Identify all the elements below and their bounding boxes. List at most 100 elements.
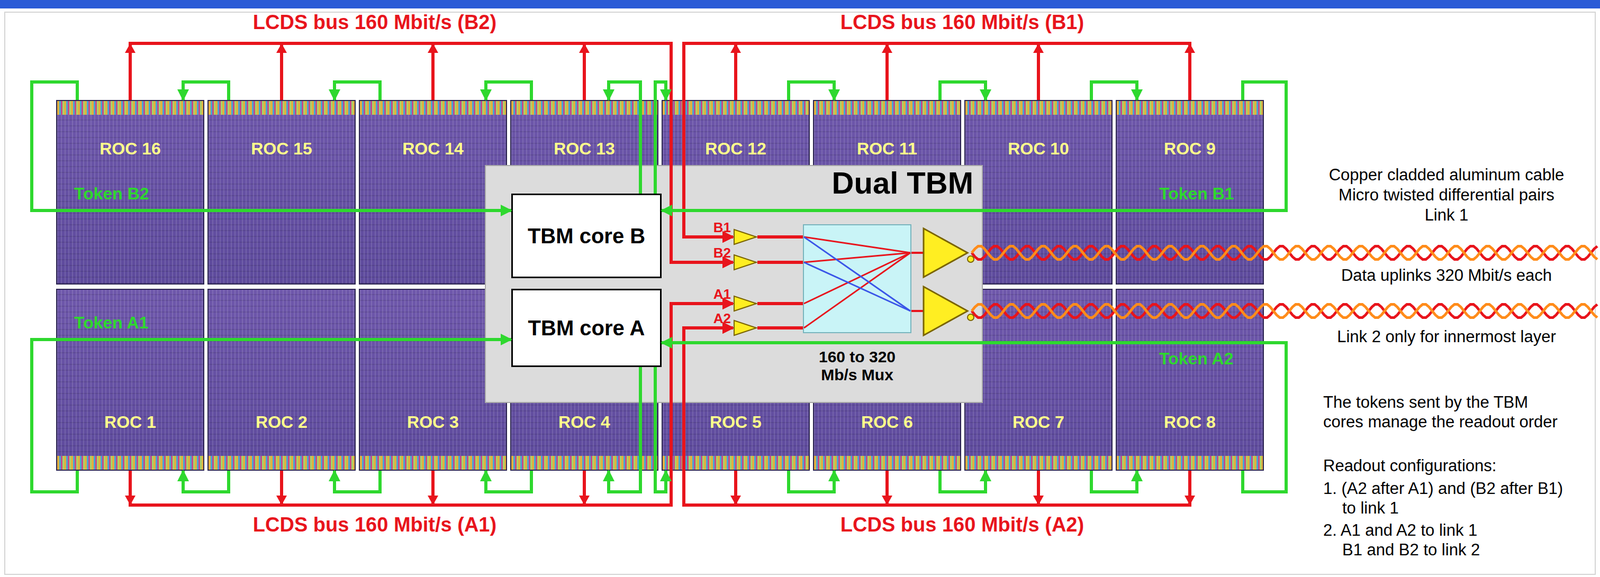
- token-line: [334, 82, 381, 101]
- pad-row: [1116, 456, 1263, 470]
- token-label: Token B2: [74, 184, 150, 204]
- note-text: Micro twisted differential pairs: [1296, 185, 1597, 205]
- note-text: Link 2 only for innermost layer: [1296, 327, 1597, 347]
- mux-lines: [803, 237, 911, 329]
- roc-chip: ROC 13: [510, 100, 659, 285]
- buffer-symbol: [733, 295, 758, 313]
- roc-chip-label: ROC 4: [510, 411, 659, 433]
- bus-arrowhead: [427, 495, 439, 506]
- pad-row: [965, 456, 1112, 470]
- token-line: [939, 82, 986, 101]
- token-line: [485, 82, 532, 101]
- token-line: [1091, 471, 1137, 493]
- bus-arrowhead: [579, 43, 590, 53]
- roc-chip: ROC 8: [1115, 288, 1264, 472]
- token-line: [661, 82, 1287, 211]
- tbm-core: TBM core B: [511, 193, 662, 279]
- token-line: [939, 471, 986, 493]
- pad-row: [57, 456, 204, 470]
- roc-chip-label: ROC 2: [207, 411, 356, 433]
- token-line: [788, 82, 835, 101]
- title-bar: [0, 0, 1600, 9]
- roc-chip-shape: [207, 288, 356, 472]
- bus-label: LCDS bus 160 Mbit/s (B2): [163, 10, 587, 34]
- input-buffer-label: B1: [713, 220, 731, 235]
- buffer-symbol: [733, 319, 758, 337]
- output-driver: [923, 228, 974, 336]
- bus-arrowhead: [124, 495, 136, 506]
- token-line: [661, 342, 1287, 493]
- data-bus-line: [757, 235, 803, 239]
- roc-chip: ROC 14: [358, 100, 508, 285]
- token-line: [183, 471, 229, 493]
- tbm-chip: Dual TBMTBM core BTBM core AB1B2A1A2160 …: [484, 165, 983, 404]
- roc-chip-label: ROC 12: [661, 138, 810, 160]
- data-bus-line: [757, 326, 803, 330]
- pad-row: [511, 101, 658, 115]
- roc-chip-label: ROC 9: [1115, 138, 1264, 160]
- data-bus-line: [281, 303, 734, 506]
- driver-wires: [911, 252, 924, 312]
- roc-chip: ROC 5: [661, 288, 810, 472]
- roc-chip-label: ROC 5: [661, 411, 810, 433]
- pad-row: [359, 101, 506, 115]
- token-line: [183, 82, 229, 101]
- data-bus-line: [281, 43, 734, 263]
- bus-arrowhead: [276, 43, 287, 53]
- pad-row: [1116, 101, 1263, 115]
- bus-arrowhead: [579, 495, 590, 506]
- roc-chip-shape: [207, 100, 356, 285]
- twisted-pair-cable: [971, 246, 1598, 319]
- bus-label: LCDS bus 160 Mbit/s (A1): [163, 513, 587, 537]
- buffer-symbol: [733, 254, 758, 271]
- twisted-wire: [971, 304, 1598, 319]
- tbm-core-label: TBM core B: [527, 224, 646, 249]
- token-line: [608, 82, 641, 194]
- pad-row: [511, 456, 658, 470]
- input-buffer: B2: [733, 254, 758, 271]
- roc-chip-label: ROC 14: [358, 138, 508, 160]
- pad-row: [965, 101, 1112, 115]
- note-text: Data uplinks 320 Mbit/s each: [1296, 265, 1597, 286]
- roc-chip-label: ROC 6: [812, 411, 962, 433]
- twisted-wire: [971, 246, 1598, 260]
- pad-row: [57, 101, 204, 115]
- input-buffer: A2: [733, 319, 758, 337]
- token-line: [31, 339, 512, 493]
- input-buffer-label: B2: [713, 246, 731, 260]
- roc-chip: ROC 15: [207, 100, 356, 285]
- token-label: Token B1: [1159, 184, 1235, 204]
- mux-box-label: 160 to 320 Mb/s Mux: [807, 348, 908, 385]
- roc-chip-label: ROC 7: [964, 411, 1113, 433]
- token-line: [1091, 82, 1137, 101]
- roc-chip: ROC 10: [964, 100, 1113, 285]
- pad-row: [814, 101, 961, 115]
- pad-row: [208, 101, 355, 115]
- note-text: The tokens sent by the TBM cores manage …: [1323, 392, 1565, 432]
- roc-chip-label: ROC 16: [56, 138, 205, 160]
- roc-chip-label: ROC 15: [207, 138, 356, 160]
- roc-chip-label: ROC 10: [964, 138, 1113, 160]
- tbm-chip-label: Dual TBM: [832, 167, 974, 200]
- mux-box: 160 to 320 Mb/s Mux: [802, 224, 912, 334]
- note-text: 2. A1 and A2 to link 1 B1 and B2 to link…: [1323, 520, 1493, 560]
- data-bus-line: [432, 303, 734, 506]
- bus-arrowhead: [427, 43, 439, 53]
- buffer-symbol: [733, 228, 758, 246]
- data-bus-line: [757, 302, 803, 306]
- data-bus-line: [130, 303, 734, 506]
- data-bus-line: [432, 43, 734, 263]
- token-line: [788, 471, 835, 493]
- token-label: Token A2: [1159, 349, 1234, 369]
- data-bus-line: [130, 43, 734, 263]
- token-line: [485, 471, 532, 493]
- roc-chip-label: ROC 11: [812, 138, 962, 160]
- token-line: [655, 367, 666, 493]
- data-bus-line: [757, 260, 803, 265]
- bus-arrowhead: [276, 495, 287, 506]
- token-line: [608, 367, 641, 493]
- twisted-wire: [971, 246, 1598, 260]
- tbm-core: TBM core A: [511, 288, 662, 368]
- token-line: [334, 471, 381, 493]
